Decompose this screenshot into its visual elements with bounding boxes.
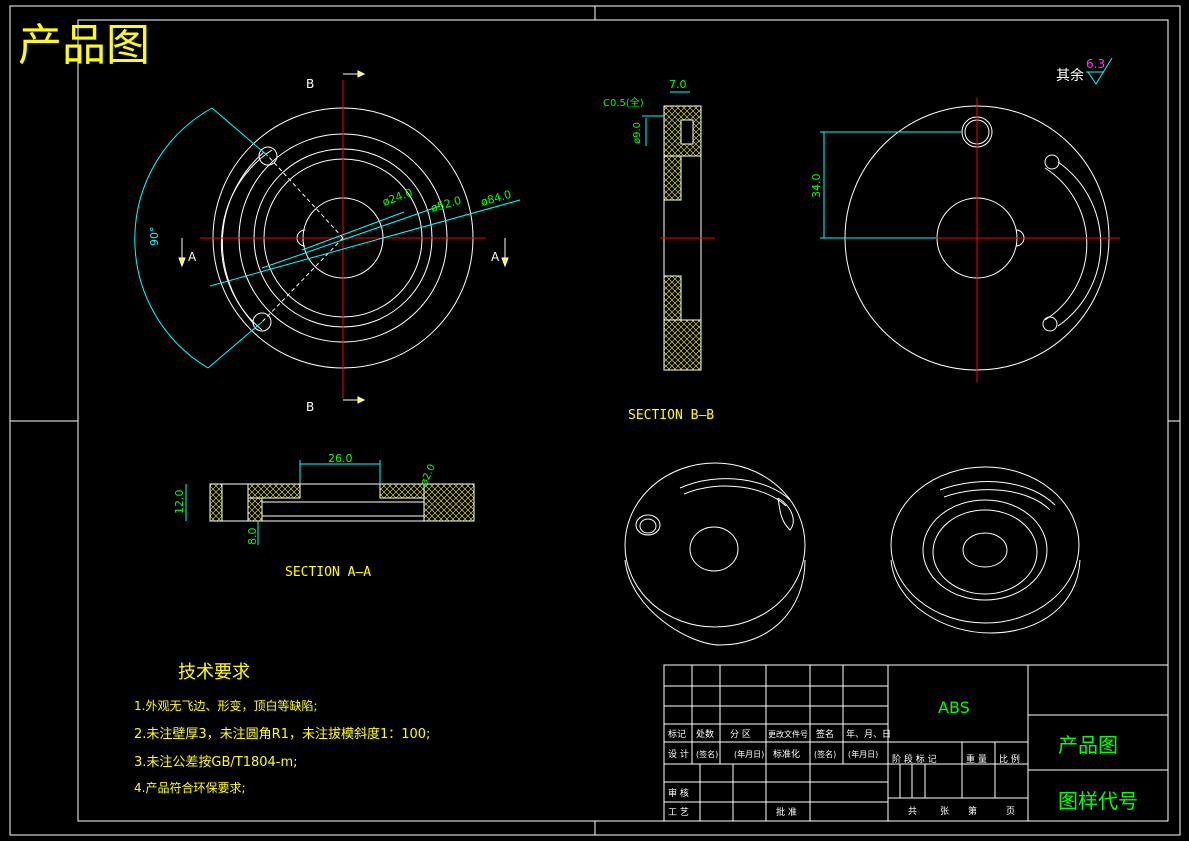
tech-req-item-3: 3.未注公差按GB/T1804-m; bbox=[134, 755, 298, 770]
dim-d3: ø84.0 bbox=[479, 188, 513, 209]
approve-label: 批 准 bbox=[776, 806, 797, 818]
hdr-mark: 标记 bbox=[668, 728, 686, 740]
design-date: (年月日) bbox=[734, 749, 764, 759]
dim-bb-height: ø9.0 bbox=[632, 122, 643, 144]
roughness-symbol bbox=[1087, 57, 1113, 85]
title-drawing-code: 图样代号 bbox=[1058, 789, 1138, 813]
tech-req-title: 技术要求 bbox=[178, 662, 250, 683]
title-block: ABS 产品图 图样代号 标记 处数 分 区 更改文件号 签名 年、月、日 设 … bbox=[663, 664, 1169, 822]
hdr-sign: 签名 bbox=[816, 728, 834, 740]
sheet-unit-label: 张 bbox=[940, 806, 949, 817]
sheet-page-label: 页 bbox=[1006, 806, 1015, 817]
tech-req-item-4: 4.产品符合环保要求; bbox=[134, 780, 246, 795]
section-mark-right: A bbox=[491, 250, 500, 264]
standard-sign: (签名) bbox=[814, 749, 836, 759]
hdr-date: 年、月、日 bbox=[846, 728, 891, 740]
dim-d2: ø52.0 bbox=[429, 194, 463, 215]
dim-bb-chamfer: C0.5(全) bbox=[603, 96, 644, 109]
roughness-note: 其余 6.3 bbox=[1056, 57, 1113, 85]
drawing-frame bbox=[9, 5, 1181, 836]
dim-aa-top: 26.0 bbox=[328, 452, 353, 465]
sheet-total-label: 共 bbox=[908, 806, 917, 817]
standard-date: (年月日) bbox=[848, 749, 878, 759]
dim-aa-depth: 8.0 bbox=[246, 528, 259, 546]
tech-req-item-1: 1.外观无飞边、形变，顶白等缺陷; bbox=[134, 698, 318, 713]
section-mark-left: A bbox=[188, 250, 197, 264]
stage-label: 阶 段 标 记 bbox=[892, 753, 937, 765]
roughness-label: 其余 bbox=[1056, 67, 1084, 84]
dim-right-offset: 34.0 bbox=[810, 174, 823, 199]
title-material: ABS bbox=[938, 698, 970, 717]
title-drawing-name: 产品图 bbox=[1058, 733, 1118, 757]
hdr-change-doc: 更改文件号 bbox=[768, 729, 808, 739]
review-label: 审 核 bbox=[668, 787, 689, 799]
dim-aa-thickness: 12.0 bbox=[173, 490, 186, 515]
section-mark-top: B bbox=[306, 77, 314, 91]
standard-label: 标准化 bbox=[773, 748, 800, 760]
design-label: 设 计 bbox=[668, 748, 689, 760]
dim-angle: 90° bbox=[148, 227, 161, 247]
section-bb-view: 7.0 C0.5(全) ø9.0 SECTION B—B bbox=[603, 78, 715, 423]
tech-requirements: 技术要求 1.外观无飞边、形变，顶白等缺陷; 2.未注壁厚3，未注圆角R1，未注… bbox=[134, 662, 430, 795]
dim-d1: ø24.0 bbox=[381, 186, 415, 209]
section-mark-bottom: B bbox=[306, 400, 314, 414]
right-view: 34.0 bbox=[810, 98, 1120, 382]
tech-req-item-2: 2.未注壁厚3，未注圆角R1，未注拔模斜度1：100; bbox=[134, 726, 430, 742]
hdr-zone: 分 区 bbox=[730, 729, 751, 740]
isometric-view-2 bbox=[890, 466, 1081, 634]
section-bb-title: SECTION B—B bbox=[628, 408, 714, 423]
sheet-num-label: 第 bbox=[968, 805, 977, 817]
page-title: 产品图 bbox=[18, 20, 150, 71]
hdr-count: 处数 bbox=[696, 728, 714, 740]
section-aa-view: 26.0 ø2.0 12.0 8.0 SECTION A—A bbox=[173, 452, 475, 580]
front-view: B B A A 90° ø24.0 ø52.0 ø84.0 bbox=[134, 70, 521, 414]
dim-bb-width: 7.0 bbox=[669, 78, 687, 91]
section-aa-title: SECTION A—A bbox=[285, 565, 371, 580]
design-sign: (签名) bbox=[696, 749, 718, 759]
roughness-value: 6.3 bbox=[1086, 57, 1105, 71]
scale-label: 比 例 bbox=[999, 753, 1020, 765]
isometric-view-1 bbox=[624, 462, 806, 646]
process-label: 工 艺 bbox=[668, 807, 689, 818]
weight-label: 重 量 bbox=[966, 753, 987, 765]
